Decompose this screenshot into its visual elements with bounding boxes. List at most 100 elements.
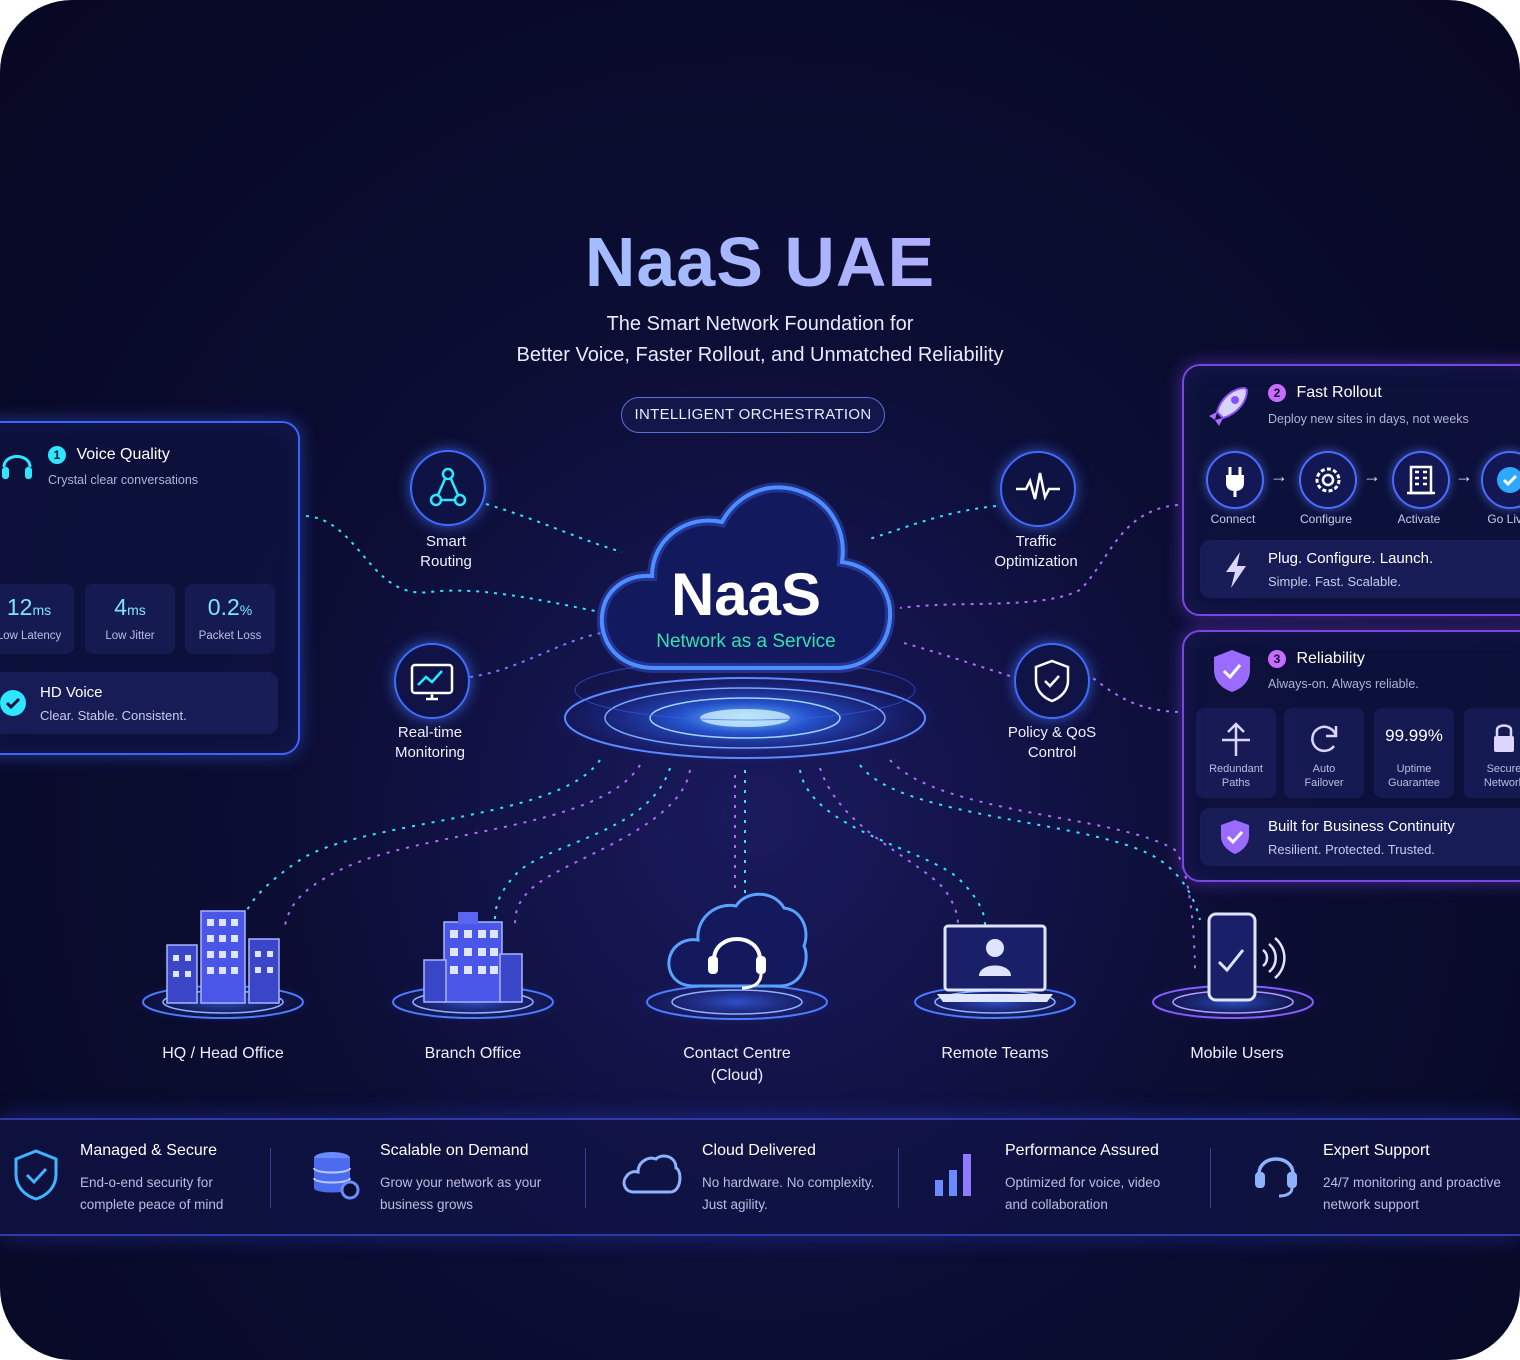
business-continuity-row: Built for Business Continuity Resilient.…	[1200, 808, 1520, 866]
gear-icon	[1315, 467, 1341, 493]
check-circle-icon	[0, 690, 26, 716]
network-nodes-icon	[429, 467, 467, 507]
cloud-icon	[622, 1154, 682, 1194]
bar-chart-icon	[935, 1154, 971, 1196]
building-icon	[1407, 465, 1435, 495]
monitor-chart-icon	[410, 663, 454, 701]
reliability-title: Reliability	[1296, 650, 1365, 667]
shield-check-icon	[1221, 820, 1249, 854]
refresh-icon	[1311, 725, 1338, 753]
configure-step	[1299, 451, 1357, 509]
footer-divider	[1210, 1148, 1211, 1208]
plug-configure-launch-row: Plug. Configure. Launch. Simple. Fast. S…	[1200, 540, 1520, 598]
lock-icon	[1494, 724, 1514, 752]
voice-quality-header: 1 Voice Quality	[48, 446, 170, 464]
lightning-icon	[1226, 552, 1246, 588]
core-name: NaaS	[670, 561, 822, 628]
footer-item-performance: Performance Assured Optimized for voice,…	[925, 1120, 1210, 1234]
footer-divider	[585, 1148, 586, 1208]
traffic-optimization-node	[1000, 451, 1076, 527]
go-live-label: Go Live	[1487, 512, 1520, 526]
laptop-user-icon	[937, 924, 1053, 1002]
connect-step	[1206, 451, 1264, 509]
footer-divider	[270, 1148, 271, 1208]
smart-routing-node	[410, 450, 486, 526]
footer-item-cloud: Cloud Delivered No hardware. No complexi…	[618, 1120, 898, 1234]
footer-divider	[898, 1148, 899, 1208]
arrow-1: →	[1270, 466, 1288, 486]
headset-icon	[2, 455, 32, 479]
skyscraper-icon	[166, 910, 280, 1004]
footer-item-support: Expert Support 24/7 monitoring and proac…	[1245, 1120, 1520, 1234]
core-tagline: Network as a Service	[656, 631, 836, 652]
arrow-2: →	[1363, 466, 1381, 486]
building-icon	[423, 912, 523, 1003]
voice-quality-subtitle: Crystal clear conversations	[48, 473, 199, 487]
rollout-banner-subtitle: Simple. Fast. Scalable.	[1268, 574, 1401, 589]
naas-cloud: NaaS Network as a Service	[596, 478, 896, 678]
fast-rollout-title: Fast Rollout	[1296, 384, 1382, 401]
subtitle-line-1: The Smart Network Foundation for	[606, 313, 914, 335]
headset-cloud-icon	[667, 892, 808, 990]
go-live-step	[1481, 451, 1520, 509]
page-title: NaaS UAE	[0, 222, 1520, 302]
reliability-header: 3 Reliability	[1268, 650, 1365, 668]
realtime-monitoring-node	[394, 643, 470, 719]
activate-label: Activate	[1397, 512, 1441, 526]
latency-stat: 12ms Low Latency	[0, 584, 74, 654]
split-arrows-icon	[1222, 722, 1250, 756]
connect-label: Connect	[1210, 512, 1256, 526]
plug-icon	[1226, 467, 1244, 497]
shield-check-icon	[1214, 650, 1250, 692]
packet-loss-stat: 0.2% Packet Loss	[185, 584, 275, 654]
configure-label: Configure	[1299, 512, 1353, 526]
continuity-banner-subtitle: Resilient. Protected. Trusted.	[1268, 842, 1435, 857]
headset-icon	[1255, 1157, 1297, 1198]
jitter-stat: 4ms Low Jitter	[85, 584, 175, 654]
secure-network-tile: SecureNetwork	[1464, 708, 1520, 798]
footer-item-scalable: Scalable on Demand Grow your network as …	[300, 1120, 585, 1234]
arrow-3: →	[1455, 466, 1473, 486]
shield-check-icon	[1034, 659, 1070, 703]
step-number-2: 2	[1268, 384, 1286, 402]
smartphone-icon	[1207, 912, 1286, 1002]
hd-voice-subtitle: Clear. Stable. Consistent.	[40, 708, 187, 723]
policy-qos-node	[1014, 643, 1090, 719]
branch-office-label: Branch Office	[424, 1045, 522, 1062]
audio-waveform	[0, 519, 271, 551]
continuity-banner-title: Built for Business Continuity	[1268, 818, 1455, 835]
rocket-icon	[1209, 386, 1249, 426]
remote-teams-label: Remote Teams	[941, 1045, 1049, 1062]
shield-icon	[14, 1149, 58, 1201]
subtitle-line-2: Better Voice, Faster Rollout, and Unmatc…	[516, 344, 1004, 366]
hd-voice-row: HD Voice Clear. Stable. Consistent.	[0, 672, 278, 734]
activate-step	[1392, 451, 1450, 509]
orchestration-badge: INTELLIGENT ORCHESTRATION	[621, 397, 885, 433]
database-icon	[313, 1152, 360, 1200]
mobile-users-label: Mobile Users	[1190, 1045, 1284, 1062]
cloud-icon	[596, 482, 896, 673]
contact-centre-label: Contact Centre(Cloud)	[683, 1045, 791, 1084]
rollout-banner-title: Plug. Configure. Launch.	[1268, 550, 1434, 567]
reliability-subtitle: Always-on. Always reliable.	[1268, 677, 1419, 691]
fast-rollout-header: 2 Fast Rollout	[1268, 384, 1382, 402]
step-number-3: 3	[1268, 650, 1286, 668]
step-number-1: 1	[48, 446, 66, 464]
fast-rollout-subtitle: Deploy new sites in days, not weeks	[1268, 412, 1469, 426]
uptime-value: 99.99%	[1385, 726, 1443, 745]
hd-voice-title: HD Voice	[40, 684, 103, 701]
voice-quality-title: Voice Quality	[76, 446, 170, 463]
check-circle-icon	[1497, 467, 1520, 493]
hq-label: HQ / Head Office	[162, 1045, 284, 1062]
pulse-wave-icon	[1016, 472, 1060, 501]
